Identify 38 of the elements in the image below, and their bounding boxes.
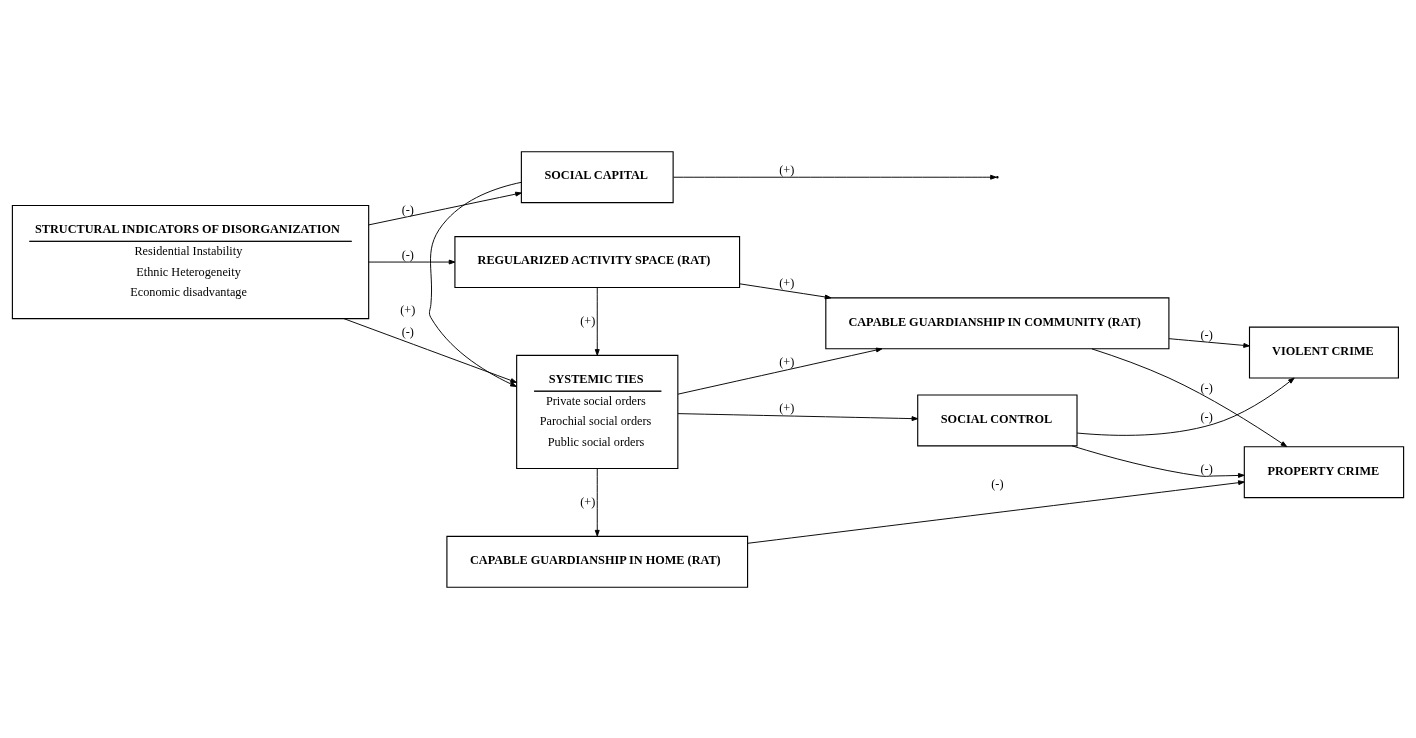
edge-label: (-)	[401, 324, 414, 339]
edge-label: (+)	[779, 275, 795, 290]
node-box: STRUCTURAL INDICATORS OF DISORGANIZATION Residential Instability Ethnic Heterogeneity Economic disadvantage	[11, 204, 370, 319]
arrow	[594, 286, 600, 356]
edge-label: (+)	[779, 400, 795, 415]
node-box: SYSTEMIC TIES Private social orders Parochial social orders Public social orders	[516, 354, 679, 469]
edge-label: (-)	[1200, 380, 1213, 395]
edge-label: (-)	[991, 476, 1004, 491]
arrow	[1076, 377, 1295, 436]
edge-label: (+)	[779, 162, 795, 177]
arrow	[1071, 444, 1245, 478]
node-box: SOCIAL CONTROL	[917, 393, 1078, 446]
node-box: CAPABLE GUARDIANSHIP IN HOME (RAT)	[446, 535, 749, 588]
arrow	[343, 317, 517, 383]
edge-label: (-)	[1200, 461, 1213, 476]
arrow	[739, 282, 832, 299]
edge-label: (-)	[1200, 409, 1213, 424]
arrow	[677, 412, 919, 421]
node-box: SOCIAL CAPITAL	[520, 150, 674, 203]
arrow	[1168, 337, 1250, 348]
arrow	[747, 479, 1245, 544]
arrow	[594, 467, 600, 536]
edge-label: (-)	[1200, 327, 1213, 342]
edge-label: (+)	[580, 313, 596, 328]
edge-label: (+)	[580, 494, 596, 509]
arrow	[677, 347, 883, 395]
edge-label: (-)	[401, 247, 414, 262]
edge-label: (+)	[400, 302, 416, 317]
arrow	[673, 174, 997, 180]
edge-label: (+)	[779, 354, 795, 369]
edge-label: (-)	[401, 202, 414, 217]
arrow	[368, 259, 456, 264]
arrow	[368, 191, 522, 225]
node-box: REGULARIZED ACTIVITY SPACE (RAT)	[454, 235, 741, 288]
node-box: PROPERTY CRIME	[1243, 445, 1405, 498]
node-box: VIOLENT CRIME	[1248, 326, 1399, 379]
arrow	[1091, 347, 1288, 447]
arrow	[429, 181, 522, 387]
